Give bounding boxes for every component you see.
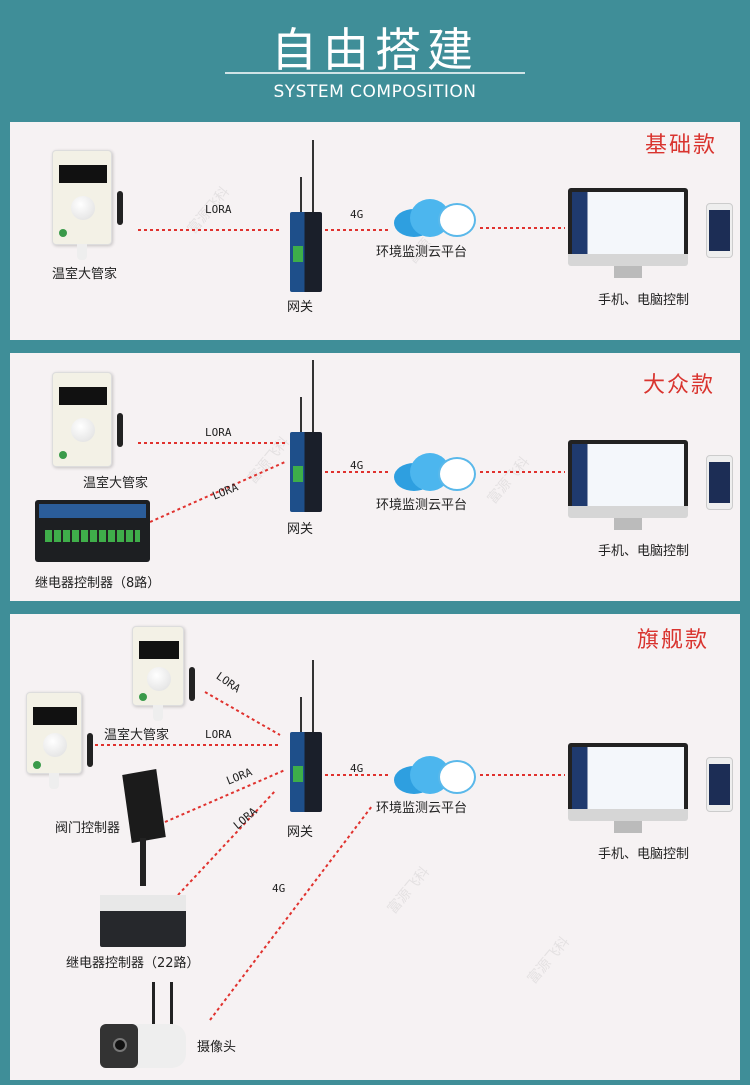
cloud-icon [390, 754, 478, 794]
monitor-icon [568, 188, 688, 280]
variant-title: 基础款 [645, 133, 718, 158]
sensor-label: 温室大管家 [83, 476, 149, 491]
cloud-icon [390, 451, 478, 491]
link-label: LORA [205, 728, 232, 741]
link-label: 4G [350, 459, 364, 472]
page-title: 自由搭建 [271, 23, 479, 77]
camera-antenna [170, 982, 173, 1026]
phone-icon [706, 455, 733, 510]
link-label: 4G [350, 208, 364, 221]
greenhouse-sensor [52, 150, 123, 260]
link-label: 4G [350, 762, 364, 775]
sensor-label: 温室大管家 [52, 267, 118, 282]
relay-controller-22 [100, 895, 186, 947]
client-label: 手机、电脑控制 [598, 847, 690, 862]
variant-title: 大众款 [643, 373, 716, 398]
relay-controller-8 [35, 500, 150, 562]
page-subtitle: SYSTEM COMPOSITION [273, 82, 477, 102]
link-label: LORA [205, 203, 232, 216]
monitor-icon [568, 743, 688, 835]
title-divider [225, 72, 525, 74]
client-label: 手机、电脑控制 [598, 293, 690, 308]
gateway-label: 网关 [287, 300, 314, 315]
relay-label: 继电器控制器（8路） [35, 576, 161, 591]
phone-icon [706, 757, 733, 812]
greenhouse-sensor [26, 692, 93, 789]
camera [100, 1024, 186, 1068]
monitor-icon [568, 440, 688, 532]
gateway [290, 360, 322, 512]
camera-label: 摄像头 [197, 1040, 237, 1055]
valve-label: 阀门控制器 [55, 821, 121, 836]
cloud-label: 环境监测云平台 [376, 245, 468, 260]
phone-icon [706, 203, 733, 258]
greenhouse-sensor [52, 372, 123, 467]
gateway-label: 网关 [287, 825, 314, 840]
client-label: 手机、电脑控制 [598, 544, 690, 559]
gateway [290, 140, 322, 292]
valve-stem [140, 838, 146, 886]
link-label: 4G [272, 882, 286, 895]
variant-title: 旗舰款 [637, 628, 710, 653]
sensor-label: 温室大管家 [104, 728, 170, 743]
cloud-label: 环境监测云平台 [376, 498, 468, 513]
gateway [290, 660, 322, 812]
camera-antenna [152, 982, 155, 1026]
panel-flagship [10, 614, 740, 1080]
relay-label: 继电器控制器（22路） [66, 956, 200, 971]
cloud-label: 环境监测云平台 [376, 801, 468, 816]
link-label: LORA [205, 426, 232, 439]
cloud-icon [390, 197, 478, 237]
gateway-label: 网关 [287, 522, 314, 537]
greenhouse-sensor [132, 626, 195, 721]
